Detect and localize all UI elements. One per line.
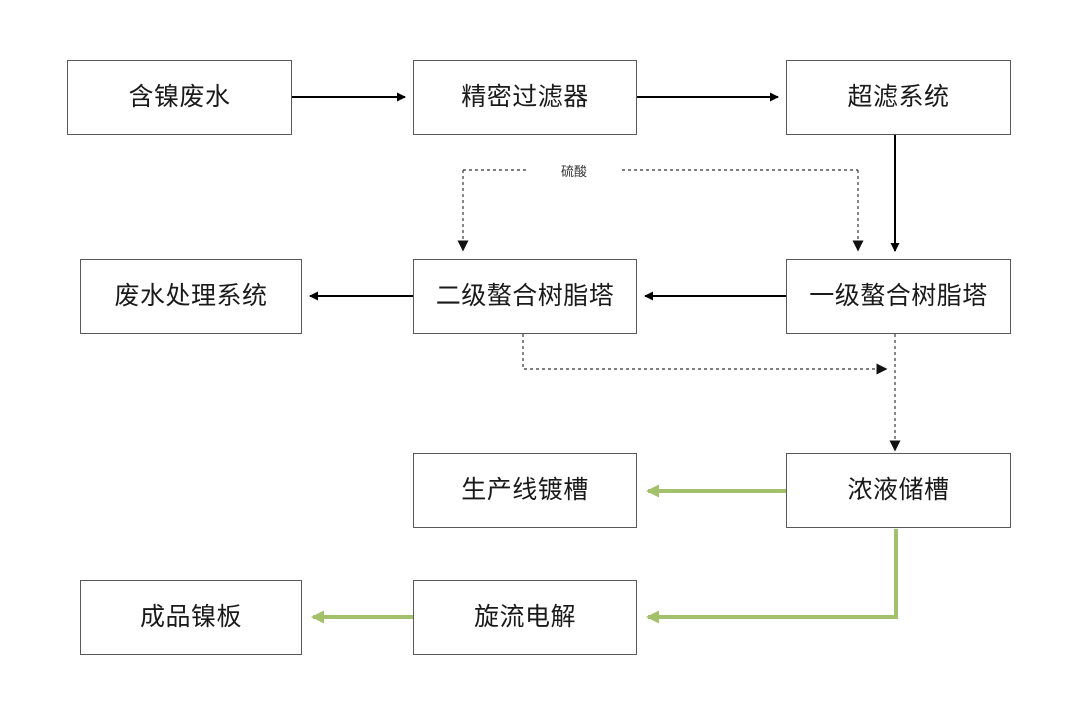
node-label: 含镍废水 <box>128 83 231 111</box>
node-finished-nickel-plate[interactable]: 成品镍板 <box>80 580 302 655</box>
node-production-line-plating-tank[interactable]: 生产线镀槽 <box>413 453 637 528</box>
node-primary-chelating-resin-tower[interactable]: 一级螯合树脂塔 <box>786 259 1011 334</box>
node-cyclone-electrolysis[interactable]: 旋流电解 <box>413 580 637 655</box>
node-concentrate-storage-tank[interactable]: 浓液储槽 <box>786 453 1011 528</box>
node-secondary-chelating-resin-tower[interactable]: 二级螯合树脂塔 <box>413 259 637 334</box>
node-label: 超滤系统 <box>847 83 950 111</box>
node-label: 成品镍板 <box>139 603 242 631</box>
node-label: 二级螯合树脂塔 <box>435 282 615 310</box>
node-wastewater-treatment-system[interactable]: 废水处理系统 <box>80 259 302 334</box>
node-label: 一级螯合树脂塔 <box>809 282 988 310</box>
node-label: 浓液储槽 <box>847 476 950 504</box>
node-nickel-wastewater[interactable]: 含镍废水 <box>67 60 292 135</box>
node-ultrafiltration-system[interactable]: 超滤系统 <box>786 60 1011 135</box>
edge-label-sulfuric-acid: 硫酸 <box>528 161 620 180</box>
node-precision-filter[interactable]: 精密过滤器 <box>413 60 637 135</box>
edge-concentrate-to-electrolysis <box>646 529 898 624</box>
node-label: 精密过滤器 <box>461 83 589 111</box>
node-label: 废水处理系统 <box>114 282 268 310</box>
node-label: 生产线镀槽 <box>461 476 589 504</box>
edge-secondary-tower-to-concentrate <box>522 334 888 375</box>
node-label: 旋流电解 <box>473 603 576 631</box>
